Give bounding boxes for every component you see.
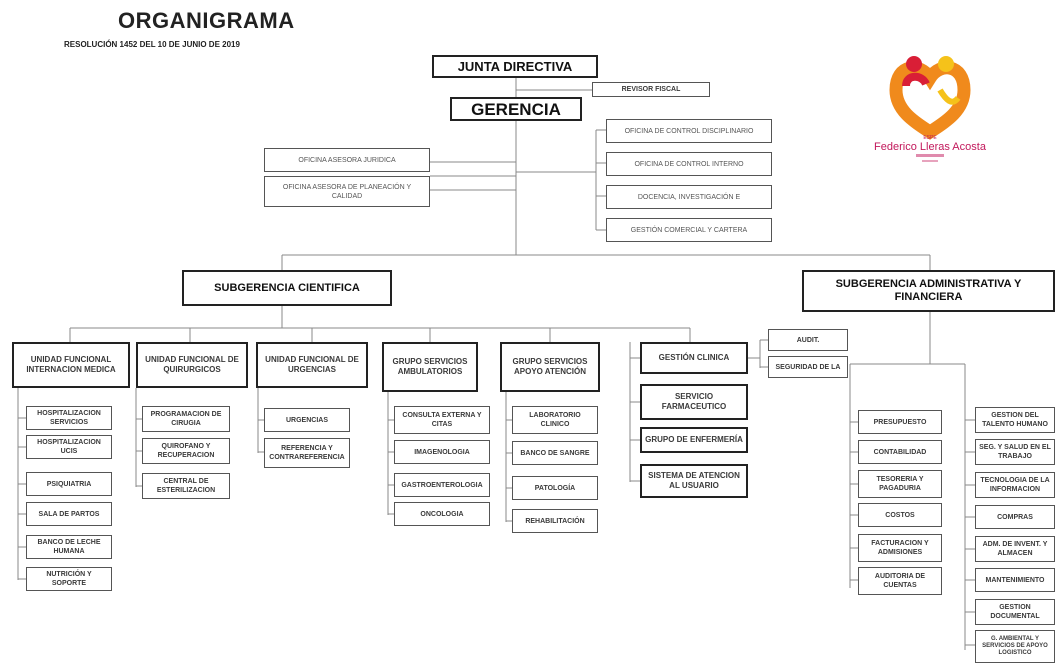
box-admin-item: COSTOS	[858, 503, 942, 527]
box-item: REHABILITACIÓN	[512, 509, 598, 533]
box-admin-item: COMPRAS	[975, 505, 1055, 529]
box-admin-item: GESTION DEL TALENTO HUMANO	[975, 407, 1055, 433]
box-servicio-farmaceutico: SERVICIO FARMACEUTICO	[640, 384, 748, 420]
box-item: HOSPITALIZACION SERVICIOS	[26, 406, 112, 430]
box-admin-item: ADM. DE INVENT. Y ALMACEN	[975, 536, 1055, 562]
box-subgerencia-cientifica: SUBGERENCIA CIENTIFICA	[182, 270, 392, 306]
box-admin-item: G. AMBIENTAL Y SERVICIOS DE APOYO LOGIST…	[975, 630, 1055, 663]
box-revisor-fiscal: REVISOR FISCAL	[592, 82, 710, 97]
box-admin-item: SEG. Y SALUD EN EL TRABAJO	[975, 439, 1055, 465]
box-control-interno: OFICINA DE CONTROL INTERNO	[606, 152, 772, 176]
box-item: NUTRICIÓN Y SOPORTE	[26, 567, 112, 591]
box-item: PSIQUIATRIA	[26, 472, 112, 496]
box-item: URGENCIAS	[264, 408, 350, 432]
box-auditoria: AUDIT.	[768, 329, 848, 351]
box-grupo-ambulatorios: GRUPO SERVICIOS AMBULATORIOS	[382, 342, 478, 392]
box-item: SALA DE PARTOS	[26, 502, 112, 526]
box-item: CONSULTA EXTERNA Y CITAS	[394, 406, 490, 434]
box-gestion-clinica: GESTIÓN CLINICA	[640, 342, 748, 374]
box-admin-item: GESTION DOCUMENTAL	[975, 599, 1055, 625]
box-item: GASTROENTEROLOGIA	[394, 473, 490, 497]
box-admin-item: FACTURACION Y ADMISIONES	[858, 534, 942, 562]
box-item: HOSPITALIZACION UCIS	[26, 435, 112, 459]
box-item: ONCOLOGIA	[394, 502, 490, 526]
box-unidad-quirurgicos: UNIDAD FUNCIONAL DE QUIRURGICOS	[136, 342, 248, 388]
box-unidad-urgencias: UNIDAD FUNCIONAL DE URGENCIAS	[256, 342, 368, 388]
logo-name: Federico Lleras Acosta	[874, 141, 987, 153]
box-seguridad: SEGURIDAD DE LA	[768, 356, 848, 378]
box-control-disciplinario: OFICINA DE CONTROL DISCIPLINARIO	[606, 119, 772, 143]
box-item: REFERENCIA Y CONTRAREFERENCIA	[264, 438, 350, 468]
box-item: PROGRAMACION DE CIRUGIA	[142, 406, 230, 432]
box-item: IMAGENOLOGIA	[394, 440, 490, 464]
box-admin-item: MANTENIMIENTO	[975, 568, 1055, 592]
box-item: PATOLOGÍA	[512, 476, 598, 500]
box-oficina-juridica: OFICINA ASESORA JURIDICA	[264, 148, 430, 172]
box-sistema-atencion: SISTEMA DE ATENCION AL USUARIO	[640, 464, 748, 498]
box-item: BANCO DE LECHE HUMANA	[26, 535, 112, 559]
box-gestion-comercial: GESTIÓN COMERCIAL Y CARTERA	[606, 218, 772, 242]
box-item: LABORATORIO CLINICO	[512, 406, 598, 434]
box-admin-item: AUDITORIA DE CUENTAS	[858, 567, 942, 595]
page-subtitle: RESOLUCIÓN 1452 DEL 10 DE JUNIO DE 2019	[64, 40, 240, 49]
box-item: CENTRAL DE ESTERILIZACION	[142, 473, 230, 499]
logo-line1: ESPE	[923, 135, 937, 141]
box-admin-item: TESORERIA Y PAGADURIA	[858, 470, 942, 498]
box-admin-item: PRESUPUESTO	[858, 410, 942, 434]
box-admin-item: TECNOLOGIA DE LA INFORMACION	[975, 472, 1055, 498]
box-subgerencia-administrativa: SUBGERENCIA ADMINISTRATIVA Y FINANCIERA	[802, 270, 1055, 312]
box-grupo-apoyo: GRUPO SERVICIOS APOYO ATENCIÓN	[500, 342, 600, 392]
box-item: QUIROFANO Y RECUPERACION	[142, 438, 230, 464]
box-gerencia: GERENCIA	[450, 97, 582, 121]
box-item: BANCO DE SANGRE	[512, 441, 598, 465]
box-oficina-planeacion: OFICINA ASESORA DE PLANEACIÓN Y CALIDAD	[264, 176, 430, 207]
box-unidad-internacion: UNIDAD FUNCIONAL INTERNACION MEDICA	[12, 342, 130, 388]
box-grupo-enfermeria: GRUPO DE ENFERMERÍA	[640, 427, 748, 453]
box-junta-directiva: JUNTA DIRECTIVA	[432, 55, 598, 78]
box-docencia: DOCENCIA, INVESTIGACIÓN E	[606, 185, 772, 209]
box-admin-item: CONTABILIDAD	[858, 440, 942, 464]
hospital-logo: ESPE Federico Lleras Acosta	[874, 56, 987, 162]
page-title: ORGANIGRAMA	[118, 8, 295, 33]
